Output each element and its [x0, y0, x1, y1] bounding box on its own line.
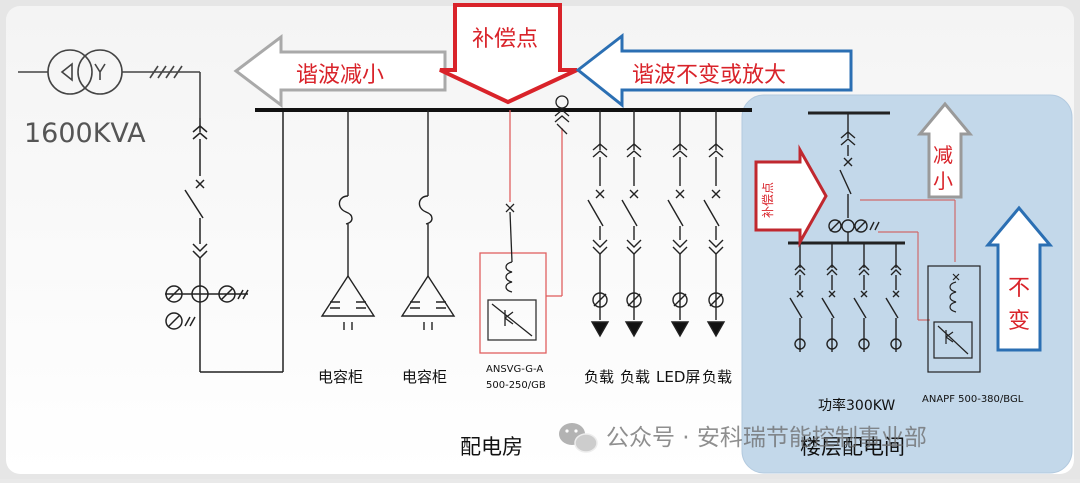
ansvg-device: [487, 203, 537, 341]
distribution-room-label: 配电房: [460, 435, 523, 459]
load-feeder-2: [621, 110, 644, 338]
transformer-section: [18, 49, 201, 118]
floor-circuit: [788, 111, 905, 352]
reduce-vertical-1: 减: [933, 143, 953, 167]
load-feeder-3: [667, 110, 690, 338]
unchanged-vertical-1: 不: [1008, 276, 1030, 301]
load-feeder-4: [703, 110, 726, 338]
transformer-rating: 1600KVA: [24, 118, 146, 149]
anapf-feeder: [860, 199, 956, 321]
capacitor-cabinet-1: [320, 110, 376, 330]
reduce-up-arrow: [916, 101, 974, 199]
transformer-icon: [47, 49, 123, 95]
load-3-label: 负载: [702, 368, 732, 386]
watermark: 公众号 · 安科瑞节能控制事业部: [559, 423, 927, 453]
floor-compensation-arrow: [754, 144, 828, 248]
led-screen-label: LED屏: [656, 368, 700, 386]
harmonic-amplify-arrow: [575, 32, 853, 109]
ansvg-model-label-2: 500-250/GB: [486, 380, 546, 391]
harmonic-reduce-text: 谐波减小: [296, 63, 384, 88]
ansvg-feeder: [479, 110, 563, 354]
load-feeder-1: [587, 110, 610, 338]
unchanged-vertical-2: 变: [1008, 309, 1030, 334]
compensation-point-text: 补偿点: [472, 27, 538, 52]
unchanged-up-arrow: [984, 205, 1054, 352]
floor-power-label: 功率300KW: [818, 397, 895, 414]
capacitor-cabinet-1-label: 电容柜: [318, 368, 363, 386]
load-feeders: [587, 110, 726, 338]
measuring-point: [554, 95, 570, 135]
ansvg-model-label-1: ANSVG-G-A: [486, 364, 543, 375]
capacitor-cabinet-2: [400, 110, 456, 330]
anapf-device: [927, 265, 981, 373]
floor-load-branches: [789, 243, 902, 352]
floor-compensation-text: 补偿点: [760, 182, 775, 218]
load-2-label: 负载: [620, 368, 650, 386]
watermark-text: 公众号 · 安科瑞节能控制事业部: [606, 425, 927, 451]
reduce-vertical-2: 小: [933, 169, 953, 193]
wechat-icon: [559, 423, 598, 453]
compensation-point-arrow: [439, 3, 578, 105]
incoming-feeder: [165, 110, 284, 373]
harmonic-amplify-text: 谐波不变或放大: [632, 63, 786, 88]
capacitor-cabinet-2-label: 电容柜: [402, 368, 447, 386]
anapf-model-label: ANAPF 500-380/BGL: [922, 394, 1024, 405]
load-1-label: 负载: [584, 368, 614, 386]
floor-room-panel: [741, 94, 1073, 474]
floor-room-label: 楼层配电间: [800, 435, 905, 459]
